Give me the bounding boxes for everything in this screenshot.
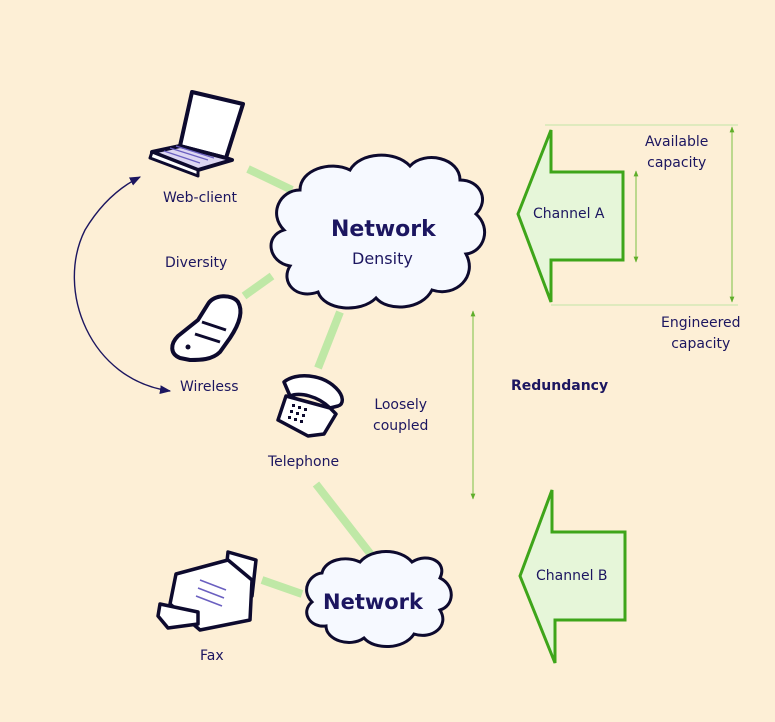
engineered-capacity-line2: capacity xyxy=(671,336,731,352)
telephone-icon xyxy=(276,374,344,438)
fax-label: Fax xyxy=(200,648,224,664)
connector-wireless-network xyxy=(241,272,275,300)
laptop-icon xyxy=(148,90,245,178)
available-capacity-line1: Available xyxy=(645,134,709,150)
channel-b-arrow xyxy=(518,489,627,664)
connector-webclient-network xyxy=(246,165,294,194)
loosely-coupled-line2: coupled xyxy=(373,418,429,434)
redundancy-label: Redundancy xyxy=(511,378,609,394)
connectors xyxy=(241,165,376,598)
network-density-cloud xyxy=(269,153,487,310)
available-capacity-line2: capacity xyxy=(647,155,707,171)
diversity-arrow xyxy=(73,176,172,395)
network-title: Network xyxy=(323,590,424,614)
loosely-coupled-label: Loosely coupled xyxy=(373,395,428,437)
connector-telephone-network2 xyxy=(312,481,376,559)
channel-a-label: Channel A xyxy=(533,206,605,222)
connector-telephone-network xyxy=(314,310,344,370)
network-density-title: Network xyxy=(331,217,436,242)
telephone-label: Telephone xyxy=(268,454,340,470)
network-density-subtitle: Density xyxy=(352,249,413,268)
engineered-capacity-label: Engineered capacity xyxy=(661,313,741,355)
wireless-label: Wireless xyxy=(180,379,239,395)
engineered-capacity-line1: Engineered xyxy=(661,315,741,331)
web-client-label: Web-client xyxy=(163,190,238,206)
loosely-coupled-line1: Loosely xyxy=(374,397,428,413)
available-capacity-label: Available capacity xyxy=(645,132,708,174)
channel-b-label: Channel B xyxy=(536,568,608,584)
network-cloud xyxy=(305,550,453,649)
fax-icon xyxy=(156,550,258,632)
capacity-measures xyxy=(470,124,738,500)
connector-fax-network2 xyxy=(260,576,304,598)
diversity-label: Diversity xyxy=(165,255,228,271)
mobile-phone-icon xyxy=(170,294,243,362)
channel-a-arrow xyxy=(516,129,625,303)
